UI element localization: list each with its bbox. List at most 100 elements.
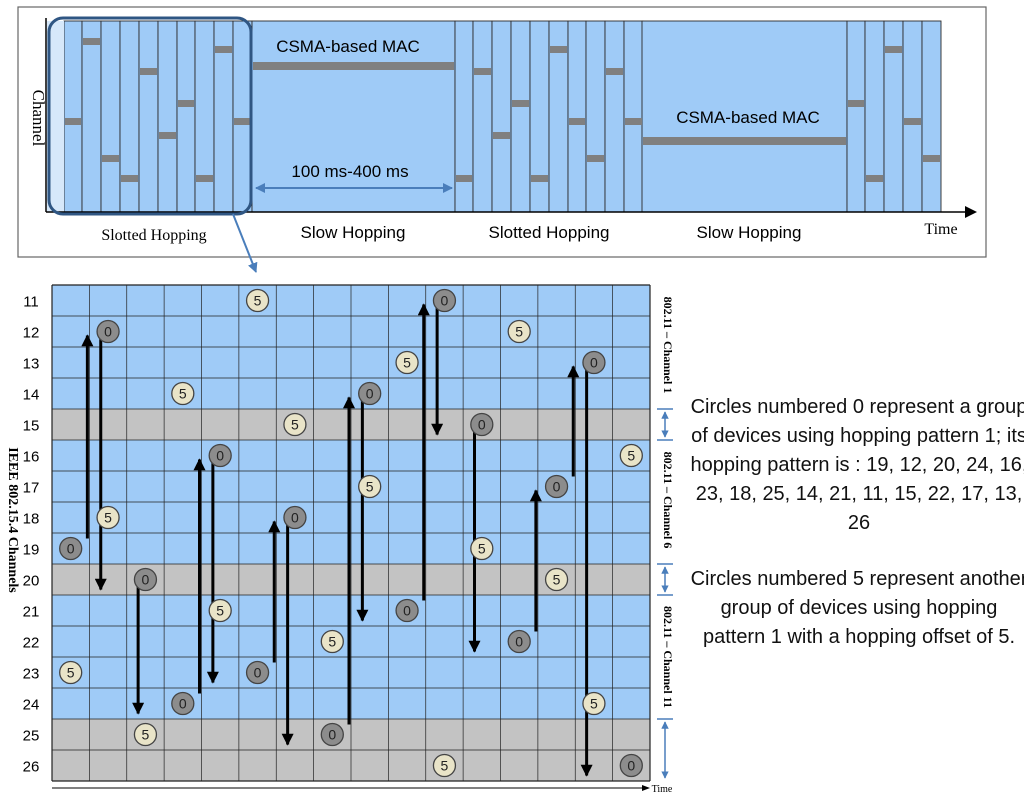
timeline-hop-block [512,100,529,107]
group-5-hop-circle: 5 [133,722,158,747]
timeline-hop-block [456,175,472,182]
timeline-slot [194,20,215,213]
wifi-channel-markers [657,408,673,779]
hop-circle-number: 0 [104,324,112,340]
ieee-channels-axis-label: IEEE 802.15.4 Channels [5,447,20,593]
zoom-connector-arrow [232,213,258,273]
timeline-hop-block [140,68,157,75]
timeline-slot [902,20,923,213]
hop-circle-number: 5 [553,572,561,588]
hop-circle-number: 5 [67,665,75,681]
timeline-hop-block [493,132,510,139]
wifi-label-ch6: 802.11 – Channel 6 [661,452,675,549]
phase-label-1: Slotted Hopping [101,227,206,244]
timeline-slot [232,20,253,213]
timeline-hop-block [159,132,176,139]
timeline-slot [529,20,550,213]
group-0-description: Circles numbered 0 represent a group of … [690,396,1024,534]
group-0-hop-circle: 0 [208,443,232,468]
channel-number-label: 18 [23,511,40,528]
hop-circle-number: 0 [590,355,598,371]
hop-circle-shape [582,350,606,375]
group-5-hop-circle: 5 [582,691,606,716]
hop-circle-number: 5 [254,293,262,309]
phase-label-3: Slotted Hopping [489,223,610,242]
hop-circle-number: 0 [515,634,523,650]
timeline-hop-block [866,175,883,182]
timeline-hop-block [550,46,567,53]
hop-circle-shape [283,412,307,437]
group-0-hop-circle: 0 [171,691,195,716]
hop-circle-number: 0 [179,696,187,712]
hop-circle-number: 5 [403,355,411,371]
timeline-hop-block [83,38,100,45]
hop-circle-number: 0 [291,510,299,526]
timeline-slots [47,20,942,213]
hop-circle-shape [245,660,270,685]
group-5-hop-circle: 5 [245,288,270,313]
timeline-slot [567,20,587,213]
hop-circle-number: 5 [627,448,635,464]
timeline-hop-block [904,118,921,125]
channel-number-label: 17 [23,480,40,497]
timeline-hop-block [474,68,491,75]
group-0-hop-circle: 0 [582,350,606,375]
timeline-hop-block [196,175,213,182]
grid-time-label: Time [652,784,673,795]
channel-number-label: 15 [23,418,40,435]
hop-circle-number: 0 [478,417,486,433]
timeline-hop-block [531,175,548,182]
group-5-hop-circle: 5 [507,319,531,344]
timeline-hop-block [215,46,232,53]
group-0-hop-circle: 0 [59,536,83,561]
group-0-hop-circle: 0 [395,598,419,623]
group-0-hop-circle: 0 [320,722,344,747]
timeline-slot [138,20,159,213]
group-5-description: Circles numbered 5 represent another gro… [690,568,1024,648]
timeline-hop-block [848,100,864,107]
hop-circle-shape [133,567,158,592]
channel-number-label: 13 [23,356,40,373]
hop-circle-number: 5 [366,479,374,495]
timeline-slot [157,20,178,213]
timeline-hop-block [102,155,119,162]
hop-circle-shape [544,474,569,499]
time-axis-arrowhead [965,206,977,218]
timeline-slot [510,20,531,213]
timeline-slot [585,20,606,213]
hop-circle-number: 5 [441,758,449,774]
timeline-slot [864,20,885,213]
channel-number-label: 12 [23,325,40,342]
hop-circle-shape [470,412,494,437]
group-5-hop-circle: 5 [395,350,419,375]
hop-circle-shape [171,691,195,716]
group-5-hop-circle: 5 [283,412,307,437]
channel-number-label: 26 [23,759,40,776]
duration-label: 100 ms-400 ms [291,162,408,181]
timeline-slot [491,20,512,213]
hop-circle-number: 0 [627,758,635,774]
hop-circle-number: 5 [291,417,299,433]
hop-circle-shape [395,350,419,375]
timeline-slot [921,20,942,213]
timeline-slot [81,20,102,213]
hop-circle-number: 5 [179,386,187,402]
timeline-slot [454,20,474,213]
group-0-hop-circle: 0 [358,381,382,406]
timeline-hop-block [606,68,623,75]
timeline-slot [176,20,196,213]
group-0-hop-circle: 0 [470,412,494,437]
hop-circle-number: 0 [216,448,224,464]
timeline-hop-block [569,118,585,125]
timeline-slow-period [641,20,848,213]
group-5-hop-circle: 5 [208,598,232,623]
channel-number-label: 19 [23,542,40,559]
hop-circle-shape [133,722,158,747]
group-5-hop-circle: 5 [358,474,382,499]
channel-number-label: 23 [23,666,40,683]
timeline-slot [623,20,644,213]
timeline-slot [472,20,493,213]
hop-circle-shape [507,629,531,654]
